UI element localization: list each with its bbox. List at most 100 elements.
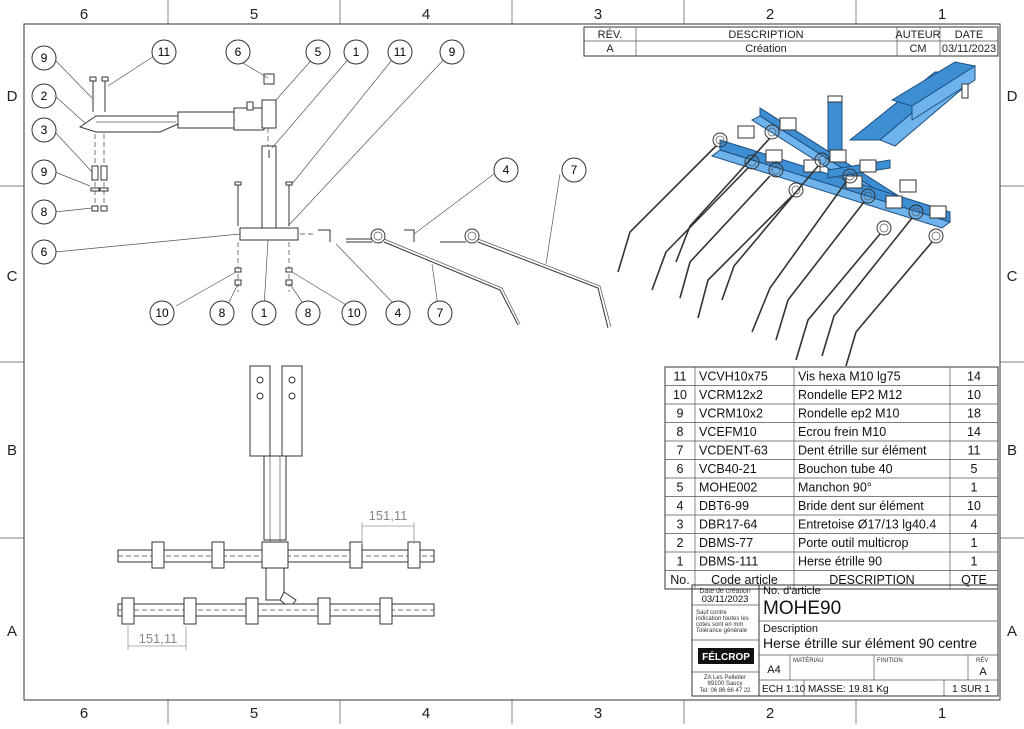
zone-col-top: 5	[250, 6, 258, 23]
bom-code: VCDENT-63	[699, 444, 768, 458]
vertical-post	[261, 145, 277, 229]
cap-6	[263, 73, 275, 85]
center-post	[263, 455, 287, 541]
bom-description: Bouchon tube 40	[798, 462, 893, 476]
balloon: 7	[561, 157, 587, 183]
bom-description: Dent étrille sur élément	[798, 444, 927, 458]
bom-quantity: 1	[971, 536, 978, 550]
dimension-top: 151,11	[361, 508, 415, 544]
bom-header-description: DESCRIPTION	[829, 573, 914, 587]
bom-quantity: 14	[967, 370, 981, 384]
sleeve-5	[261, 99, 277, 129]
description-value: Création	[745, 43, 787, 55]
bom-quantity: 1	[971, 555, 978, 569]
zone-col-top: 6	[80, 6, 88, 23]
zone-row-right: A	[1007, 623, 1017, 640]
finish-label: FINITION	[877, 658, 903, 664]
zone-col-top: 4	[422, 6, 430, 23]
iso-tines	[617, 137, 933, 367]
dimension-label: 151,11	[369, 508, 408, 523]
svg-text:7: 7	[437, 306, 444, 320]
balloon: 7	[427, 300, 453, 326]
zone-col-bottom: 2	[766, 705, 774, 722]
balloon: 11	[151, 39, 177, 65]
mass: MASSE: 19.81 Kg	[808, 684, 889, 695]
balloon: 8	[295, 300, 321, 326]
balloon: 10	[149, 300, 175, 326]
note-line: cotes sont en mm	[696, 622, 743, 628]
title-block: Date de création 03/11/2023 Sauf contre …	[691, 584, 999, 697]
clamp-block	[233, 107, 265, 131]
svg-text:9: 9	[449, 45, 456, 59]
svg-text:8: 8	[305, 306, 312, 320]
bom-item-number: 11	[674, 370, 687, 384]
balloon: 1	[251, 300, 277, 326]
bom-quantity: 1	[971, 481, 978, 495]
balloon: 4	[385, 300, 411, 326]
balloon: 9	[31, 45, 57, 71]
bom-code: DBMS-111	[699, 555, 758, 569]
svg-text:2: 2	[41, 89, 48, 103]
svg-text:4: 4	[503, 163, 510, 177]
base-block	[239, 227, 299, 241]
bom-quantity: 18	[967, 407, 981, 421]
bom-item-number: 8	[677, 425, 684, 439]
zone-row-left: D	[7, 88, 18, 105]
zone-row-left: A	[7, 623, 17, 640]
author-value: CM	[909, 43, 926, 55]
bom-code: MOHE002	[699, 481, 757, 495]
date-header: DATE	[955, 29, 984, 41]
bom-description: Manchon 90°	[798, 481, 872, 495]
bom-code: DBR17-64	[699, 518, 757, 532]
bom-description: Porte outil multicrop	[798, 536, 909, 550]
note-line: Tolérance générale	[696, 628, 748, 634]
bom-description: Entretoise Ø17/13 lg40.4	[798, 518, 936, 532]
creation-date-label: Date de création	[699, 588, 750, 595]
drawbar-left	[249, 365, 271, 457]
bom-header-quantity: QTE	[961, 573, 987, 587]
dimension-bottom: 151,11	[127, 626, 187, 650]
zone-col-top: 2	[766, 6, 774, 23]
address-line: 89100 Saucy	[707, 681, 742, 687]
bom-quantity: 5	[971, 462, 978, 476]
svg-text:9: 9	[41, 51, 48, 65]
balloon: 8	[31, 199, 57, 225]
svg-text:5: 5	[315, 45, 322, 59]
zone-col-top: 3	[594, 6, 602, 23]
rev-label: RÉV	[976, 657, 988, 664]
zone-col-bottom: 6	[80, 705, 88, 722]
balloon: 5	[305, 39, 331, 65]
zone-col-bottom: 4	[422, 705, 430, 722]
zone-row-left: C	[7, 268, 18, 285]
description-label: Description	[763, 623, 818, 635]
logo-text: FÉLCROP	[702, 650, 750, 663]
bom-description: Ecrou frein M10	[798, 425, 886, 439]
article-label: No. d'article	[763, 585, 821, 597]
svg-text:11: 11	[158, 45, 171, 59]
balloon: 9	[439, 39, 465, 65]
bom-item-number: 7	[677, 444, 684, 458]
bom-item-number: 9	[677, 407, 684, 421]
zone-col-top: 1	[938, 6, 946, 23]
balloon: 4	[493, 157, 519, 183]
leader-lines	[54, 54, 561, 309]
bom-description: Rondelle EP2 M12	[798, 388, 902, 402]
bom-header-no: No.	[670, 573, 689, 587]
dimension-label: 151,11	[139, 631, 178, 646]
balloon: 8	[209, 300, 235, 326]
svg-text:3: 3	[41, 123, 48, 137]
address-line: Tel: 06 86 66 47 22	[699, 688, 751, 694]
bride-4-right	[404, 229, 415, 242]
